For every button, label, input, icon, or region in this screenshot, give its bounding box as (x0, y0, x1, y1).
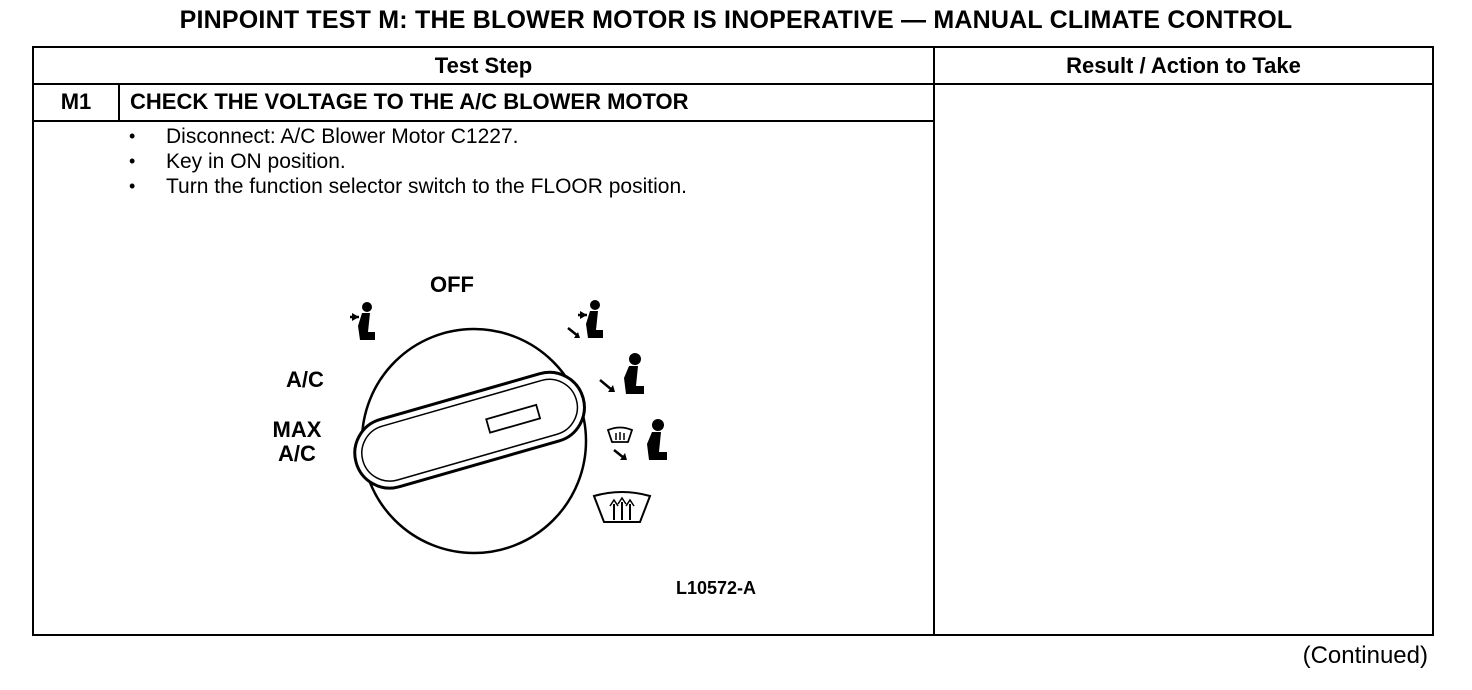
continued-note: (Continued) (1302, 642, 1428, 669)
label-max-ac: MAX A/C (266, 418, 328, 466)
figure-id: L10572-A (676, 578, 757, 598)
floor-icon (599, 353, 644, 394)
header-test-step: Test Step (434, 53, 533, 78)
panel-vent-icon (350, 302, 375, 340)
column-divider (933, 48, 935, 634)
step-title-divider (34, 120, 933, 122)
instruction-item: Turn the function selector switch to the… (126, 174, 687, 199)
function-selector-figure (350, 300, 667, 555)
header-divider (34, 83, 1432, 85)
pinpoint-test-table: Test Step Result / Action to Take M1 CHE… (32, 46, 1434, 636)
step-instructions: Disconnect: A/C Blower Motor C1227. Key … (126, 124, 687, 199)
header-result-action: Result / Action to Take (1066, 53, 1301, 78)
instruction-item: Key in ON position. (126, 149, 687, 174)
selector-knob (353, 370, 586, 490)
instruction-item: Disconnect: A/C Blower Motor C1227. (126, 124, 687, 149)
label-ac: A/C (286, 367, 324, 392)
label-off: OFF (430, 272, 474, 297)
panel-floor-icon (567, 300, 603, 338)
page-title: PINPOINT TEST M: THE BLOWER MOTOR IS INO… (179, 6, 1293, 34)
step-title: CHECK THE VOLTAGE TO THE A/C BLOWER MOTO… (130, 89, 689, 114)
label-max-ac-line2: A/C (278, 441, 316, 466)
step-id: M1 (60, 89, 92, 114)
defrost-icon (592, 491, 652, 523)
step-id-divider (118, 85, 120, 120)
label-max-ac-line1: MAX (272, 417, 322, 442)
floor-defrost-icon (606, 419, 667, 460)
